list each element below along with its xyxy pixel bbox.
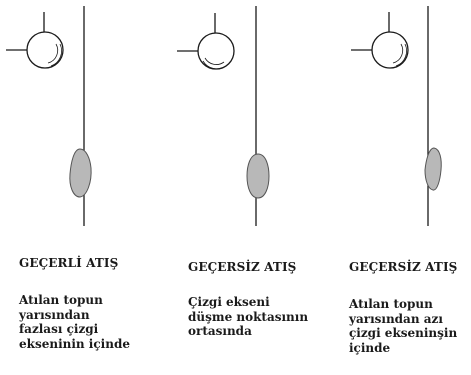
- panel-3-title: GEÇERSİZ ATIŞ: [349, 260, 458, 274]
- description-line: Çizgi ekseni: [188, 295, 270, 309]
- description-line: içinde: [349, 340, 391, 355]
- panel-2-description: Çizgi ekseni düşme noktasının ortasında: [188, 295, 308, 339]
- description-line: ekseninin içinde: [19, 336, 130, 351]
- landing-mark: [69, 148, 92, 198]
- landing-mark: [246, 153, 270, 199]
- throw-diagrams: [6, 6, 442, 226]
- description-line: çizgi ekseninşin: [349, 326, 458, 340]
- diagram-invalid-throw-less-than-half: [351, 6, 442, 226]
- ball-shine: [47, 43, 59, 64]
- ball-icon: [197, 32, 235, 70]
- description-line: yarısından: [19, 307, 90, 322]
- description-line: ortasında: [188, 324, 252, 338]
- panel-2-title: GEÇERSİZ ATIŞ: [188, 260, 297, 274]
- diagram-invalid-throw-center: [177, 6, 270, 226]
- description-line: Atılan topun: [19, 293, 103, 307]
- diagram-valid-throw: [6, 6, 92, 226]
- landing-mark: [424, 147, 442, 191]
- description-line: fazlası çizgi: [19, 322, 99, 336]
- panel-1-title: GEÇERLİ ATIŞ: [19, 256, 119, 270]
- description-line: yarısından azı: [349, 311, 443, 326]
- description-line: düşme noktasının: [188, 309, 309, 324]
- panel-1-description: Atılan topun yarısından fazlası çizgi ek…: [19, 293, 130, 351]
- panel-3-description: Atılan topun yarısından azı çizgi ekseni…: [349, 297, 457, 355]
- description-line: Atılan topun: [349, 297, 433, 311]
